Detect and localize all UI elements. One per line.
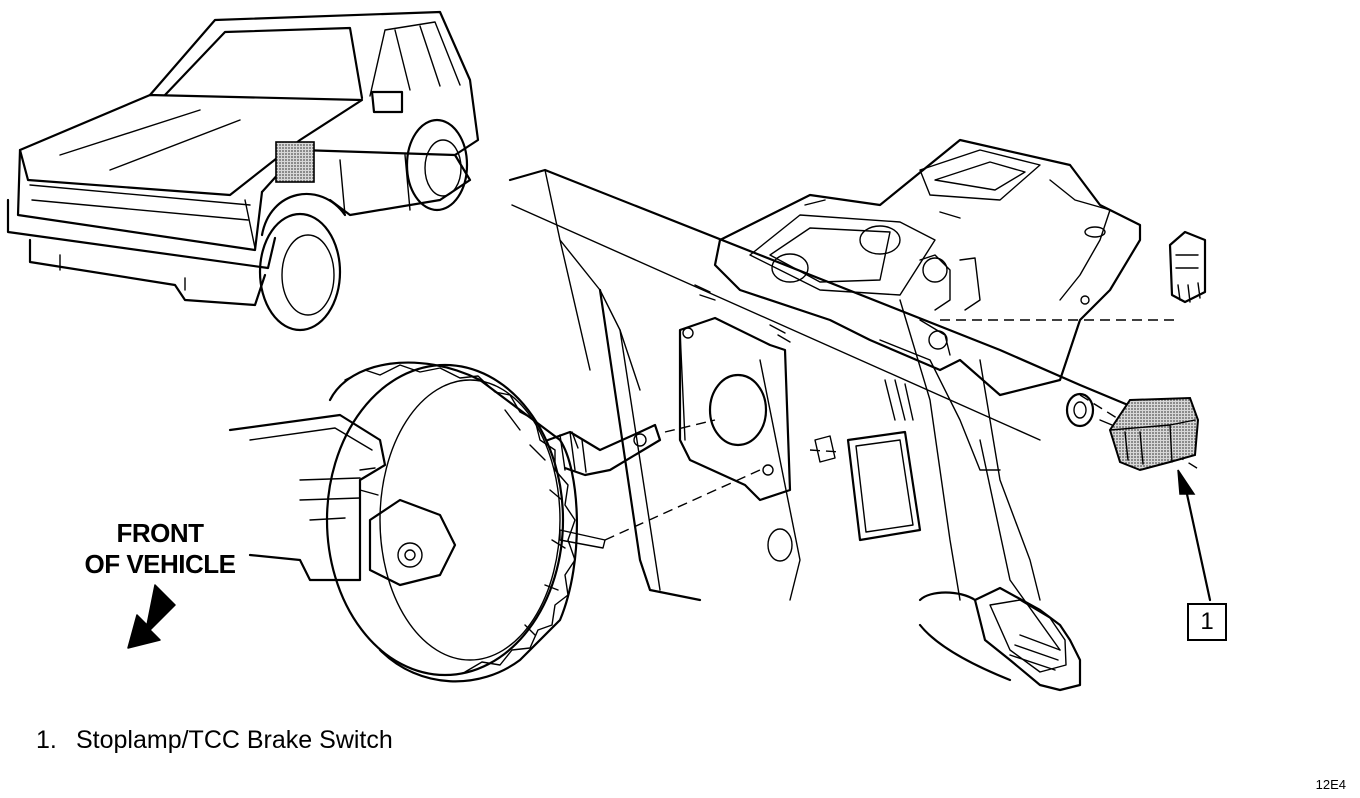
retainer-washer — [1065, 392, 1095, 428]
legend-item-number: 1. — [36, 726, 57, 754]
front-label-line2: OF VEHICLE — [84, 549, 236, 579]
electrical-connector — [1168, 230, 1207, 304]
legend: 1. Stoplamp/TCC Brake Switch — [36, 726, 393, 755]
callout-number: 1 — [1200, 608, 1214, 635]
vehicle-locator-illustration — [6, 10, 480, 332]
figure-code: 12E4 — [1315, 777, 1346, 792]
callout-arrow — [1177, 469, 1212, 602]
pedal-bracket-assembly — [713, 138, 1142, 471]
mounting-plate — [678, 316, 792, 502]
front-direction-arrow-icon — [127, 584, 176, 649]
mounting-nut — [814, 435, 836, 463]
firewall-panel — [508, 168, 1142, 651]
stoplamp-switch — [1099, 396, 1200, 472]
brake-booster — [228, 361, 662, 683]
brake-pedal — [918, 586, 1082, 692]
front-of-vehicle-label: FRONT OF VEHICLE — [70, 518, 250, 580]
callout-box: 1 — [1187, 603, 1227, 641]
front-label-line1: FRONT — [116, 518, 204, 548]
legend-item-text: Stoplamp/TCC Brake Switch — [76, 726, 393, 754]
